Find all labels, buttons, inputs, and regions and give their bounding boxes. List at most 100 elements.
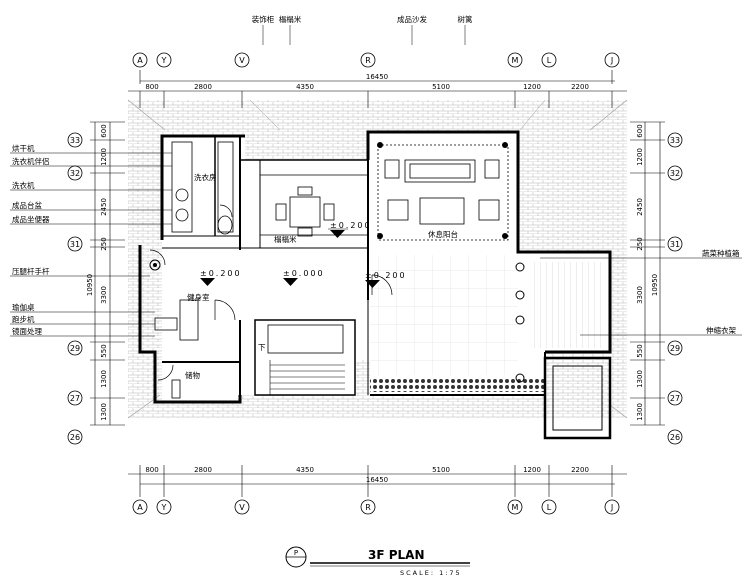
grid-label: V: [239, 503, 245, 512]
bottom-dimensions: [128, 465, 627, 497]
terrace-floor: [370, 255, 518, 375]
dimension-value: 1200: [523, 466, 541, 474]
grid-label: J: [610, 56, 613, 65]
dimension-value: 4350: [296, 83, 314, 91]
grid-label: A: [137, 56, 143, 65]
plants: [149, 142, 525, 383]
room-label-gym: 健身室: [187, 292, 210, 302]
grid-label: M: [512, 503, 519, 512]
drawing-scale: SCALE: 1:75: [400, 569, 462, 577]
grid-label: J: [610, 503, 613, 512]
wood-deck: [530, 262, 605, 348]
room-labels: 洗衣房 健身室 储物 榻榻米 休息阳台 下: [185, 172, 458, 380]
callout-label: 树篱: [458, 14, 473, 24]
grid-label: Y: [161, 56, 167, 65]
grid-bubbles: [67, 52, 683, 515]
grid-label: 32: [70, 169, 80, 178]
dimension-value: 2800: [194, 466, 212, 474]
dimension-value: 2450: [100, 198, 108, 216]
dimension-value: 5100: [432, 83, 450, 91]
callout-label: 瑜伽桌: [12, 302, 35, 312]
dimension-value: 2200: [571, 83, 589, 91]
grid-label: 31: [670, 240, 680, 249]
room-label-laundry: 洗衣房: [194, 172, 217, 182]
grid-label: 27: [70, 394, 80, 403]
dimension-value: 250: [636, 237, 644, 250]
dimension-value: 3300: [636, 286, 644, 304]
top-dimension-values: 800 2800 4350 5100 1200 2200 16450: [145, 73, 589, 91]
dimension-value: 1200: [523, 83, 541, 91]
grid-label: 33: [670, 136, 680, 145]
top-dimensions: [128, 70, 627, 108]
dimension-value: 1300: [636, 370, 644, 388]
grid-label: Y: [161, 503, 167, 512]
callout-label: 伸缩衣架: [706, 325, 736, 335]
dimension-total: 16450: [366, 73, 388, 81]
grid-label: 31: [70, 240, 80, 249]
grid-labels-right: 33 32 31 29 27 26: [670, 136, 680, 442]
dimension-value: 600: [636, 124, 644, 137]
dimension-value: 800: [145, 83, 158, 91]
left-dimensions: [90, 121, 125, 426]
left-callout-leaders: [10, 152, 172, 337]
grid-labels-left: 33 32 31 29 27 26: [70, 136, 80, 442]
grid-label: 26: [70, 433, 80, 442]
grid-label: 29: [670, 344, 680, 353]
callout-label: 跑步机: [12, 314, 35, 324]
callout-label: 装饰柜: [252, 14, 275, 24]
plan-symbol: P: [294, 549, 298, 557]
dimension-value: 3300: [100, 286, 108, 304]
walls: [138, 130, 612, 440]
callout-label: 成品沙发: [397, 14, 427, 24]
level-value: ±0.200: [330, 221, 372, 230]
callout-label: 镜面处理: [12, 326, 42, 336]
dimension-value: 2200: [571, 466, 589, 474]
grid-label: V: [239, 56, 245, 65]
bottom-dimension-values: 800 2800 4350 5100 1200 2200 16450: [145, 466, 589, 484]
dimension-value: 250: [100, 237, 108, 250]
left-callouts: 烘干机 洗衣机伴侣 洗衣机 成品台盆 成品坐便器 压腿杆手杆 瑜伽桌 跑步机 镜…: [12, 143, 50, 336]
dimension-value: 1300: [100, 403, 108, 421]
callout-label: 蔬菜种植箱: [702, 248, 740, 258]
grid-label: 27: [670, 394, 680, 403]
grid-label: R: [365, 503, 371, 512]
dimension-total: 10950: [651, 274, 659, 296]
dimension-value: 4350: [296, 466, 314, 474]
dimension-value: 550: [100, 344, 108, 357]
grid-label: A: [137, 503, 143, 512]
callout-label: 压腿杆手杆: [12, 266, 50, 276]
dimension-value: 600: [100, 124, 108, 137]
dimension-value: 5100: [432, 466, 450, 474]
grid-label: L: [547, 56, 552, 65]
left-dimension-values: 600 1200 2450 250 3300 550 1300 1300 109…: [86, 124, 108, 421]
callout-label: 洗衣机: [12, 180, 35, 190]
grid-label: 33: [70, 136, 80, 145]
grid-label: L: [547, 503, 552, 512]
hedge-strip: [370, 378, 545, 392]
grid-label: M: [512, 56, 519, 65]
room-label-terrace: 休息阳台: [428, 229, 458, 239]
grid-labels-top: A Y V R M L J: [137, 56, 613, 65]
level-value: ±0.200: [365, 271, 407, 280]
right-dimensions: [630, 121, 665, 426]
top-callout-leaders: [262, 25, 466, 45]
callout-label: 榻榻米: [279, 14, 302, 24]
level-texts: ±0.200 ±0.200 ±0.000 ±0.200: [200, 221, 407, 280]
grid-label: 26: [670, 433, 680, 442]
dimension-value: 2450: [636, 198, 644, 216]
right-callout-leaders: [540, 257, 742, 336]
grid-label: R: [365, 56, 371, 65]
dimension-value: 550: [636, 344, 644, 357]
callout-label: 成品台盆: [12, 200, 42, 210]
dimension-value: 1300: [100, 370, 108, 388]
callout-label: 洗衣机伴侣: [12, 156, 50, 166]
dimension-total: 10950: [86, 274, 94, 296]
title-block: P 3F PLAN SCALE: 1:75: [285, 546, 470, 577]
dimension-value: 1200: [100, 148, 108, 166]
dimension-total: 16450: [366, 476, 388, 484]
stair-down-label: 下: [258, 343, 266, 352]
level-value: ±0.000: [283, 269, 325, 278]
room-label-tatami: 榻榻米: [274, 234, 297, 244]
callout-label: 烘干机: [12, 143, 35, 153]
